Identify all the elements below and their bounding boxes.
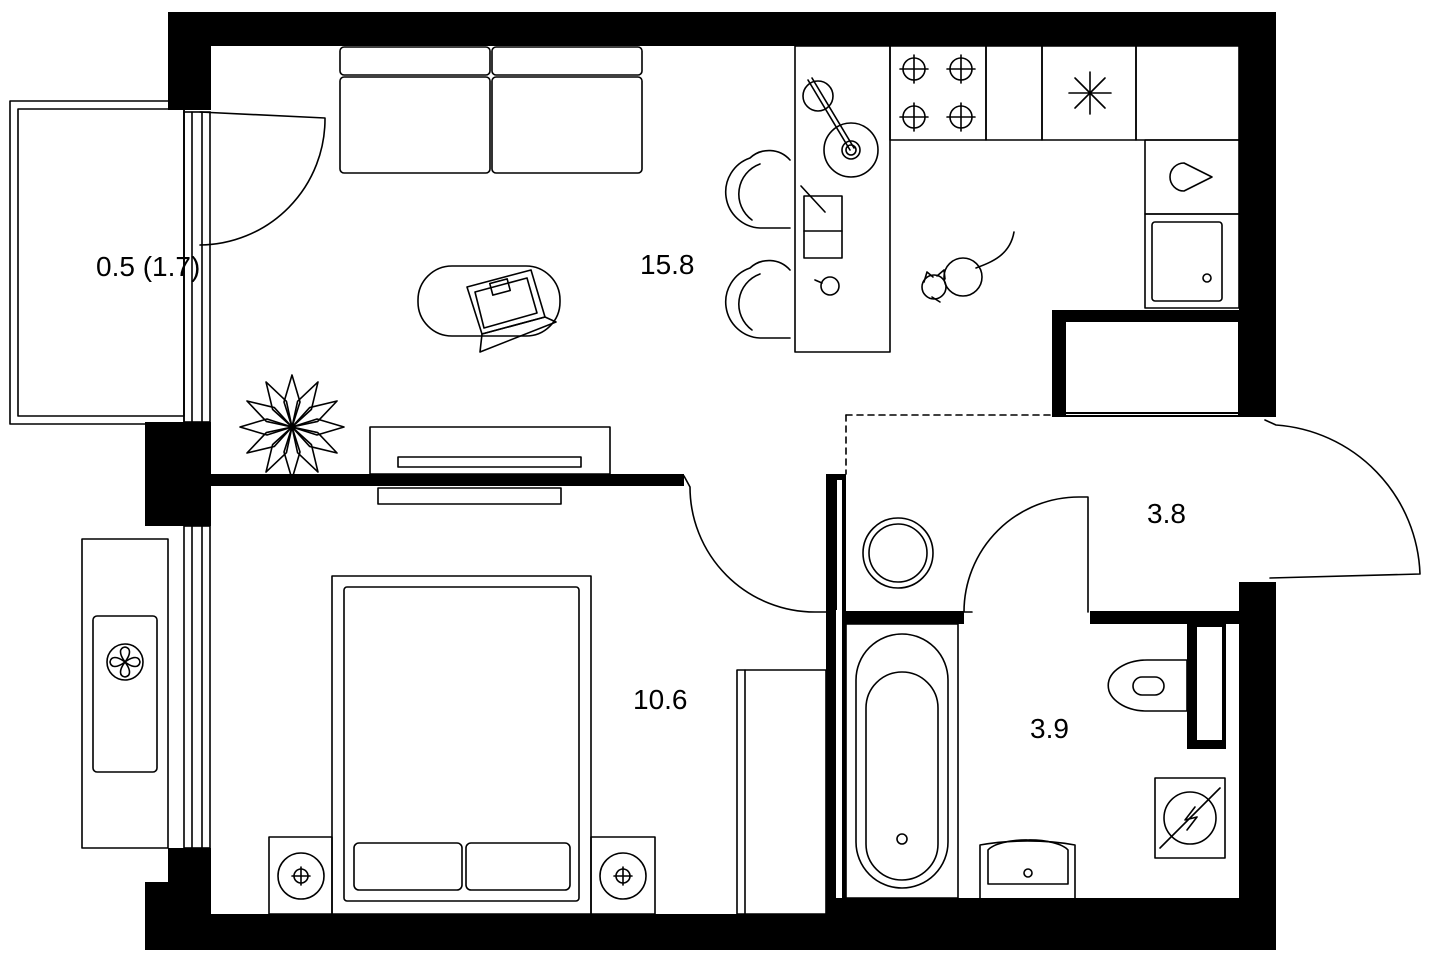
kitchen-cabinet [985, 45, 1043, 141]
cat-icon [921, 231, 1015, 303]
sofa-icon [339, 46, 643, 174]
bathtub-icon [845, 623, 959, 899]
dishwasher-icon [1144, 213, 1240, 309]
balcony [9, 100, 185, 425]
bar-counter [724, 45, 891, 353]
laptop-icon [417, 265, 561, 353]
room-area-bathroom: 3.9 [1030, 713, 1069, 744]
sink-icon [1144, 139, 1240, 215]
room-area-balcony: 0.5 (1.7) [96, 251, 201, 282]
hob-icon [889, 45, 987, 141]
wardrobe [736, 669, 827, 915]
doors [199, 111, 1421, 613]
room-area-hallway: 3.8 [1147, 498, 1186, 529]
toilet-icon [1107, 659, 1188, 712]
room-area-bedroom: 10.6 [633, 684, 688, 715]
room-area-living-kitchen: 15.8 [640, 249, 695, 280]
bed-icon [331, 575, 592, 915]
fridge-icon [1041, 45, 1137, 141]
plant-icon [239, 374, 345, 480]
air-conditioner-icon [81, 538, 169, 849]
windows [183, 111, 211, 849]
round-table-icon [862, 517, 934, 589]
bedside-lamp-icon [590, 836, 656, 915]
washing-machine-icon [1154, 777, 1226, 859]
bedside-lamp-icon [268, 836, 333, 915]
tv-icon [369, 426, 611, 505]
kitchen-cabinet-corner [1135, 45, 1240, 141]
washbasin-icon [979, 839, 1076, 899]
walls [145, 12, 1276, 950]
wall-cutouts [836, 320, 1238, 898]
